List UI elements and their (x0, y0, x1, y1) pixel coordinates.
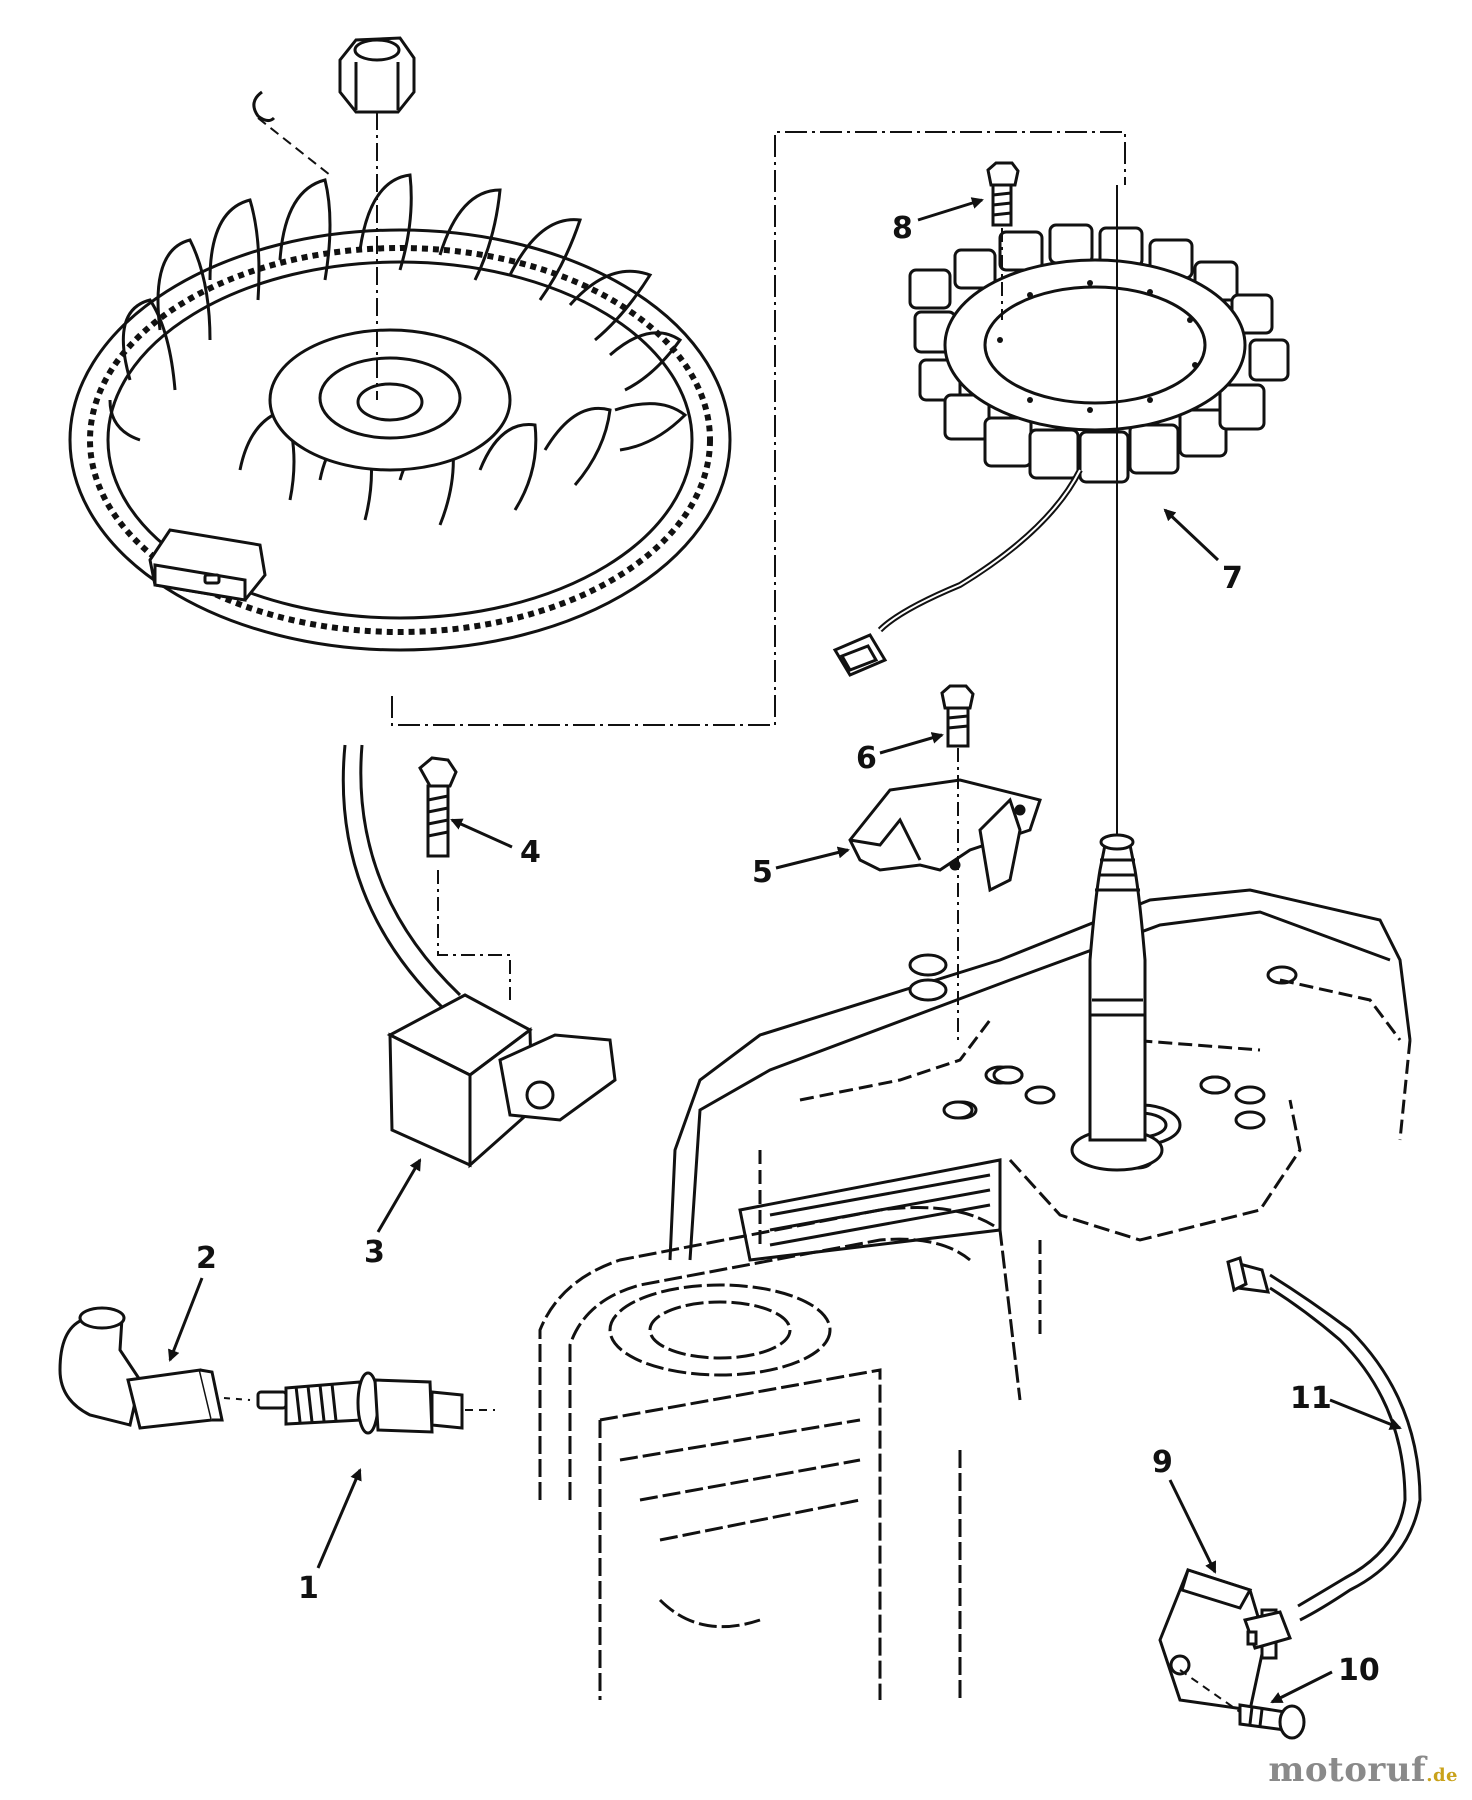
arrow-7 (1163, 508, 1220, 562)
callout-9: 9 (1152, 1445, 1173, 1480)
spark-plug-boot (58, 1306, 224, 1430)
ignition-wire (341, 744, 462, 1012)
callout-1: 1 (298, 1571, 319, 1606)
rectifier-bolt (1238, 1703, 1306, 1740)
ignition-module (386, 993, 617, 1169)
cylinder-block (538, 1206, 1022, 1700)
wire-harness (1226, 1256, 1422, 1650)
arrow-1 (316, 1468, 362, 1569)
arrow-10 (1270, 1670, 1333, 1704)
module-screw (418, 756, 458, 858)
callout-6: 6 (856, 741, 877, 776)
callout-4: 4 (520, 835, 541, 870)
callout-11: 11 (1290, 1381, 1332, 1416)
flywheel (68, 36, 732, 652)
stator-wire (877, 468, 1083, 633)
arrow-11 (1329, 1398, 1402, 1430)
callout-3: 3 (364, 1235, 385, 1270)
arrow-3 (376, 1158, 422, 1233)
callout-8: 8 (892, 211, 913, 246)
stator-connector (832, 633, 888, 677)
mounting-bracket (848, 778, 1042, 872)
crankshaft (1070, 833, 1164, 1172)
callout-10: 10 (1338, 1653, 1380, 1688)
arrow-8 (917, 197, 984, 222)
callout-5: 5 (752, 855, 773, 890)
watermark-tld: .de (1426, 1765, 1458, 1786)
stator-screw (986, 161, 1020, 227)
bracket-screw (940, 684, 975, 748)
arrow-2 (168, 1277, 204, 1362)
arrow-9 (1168, 1479, 1217, 1574)
arrow-5 (775, 846, 850, 870)
callout-2: 2 (196, 1241, 217, 1276)
arrow-4 (450, 818, 513, 849)
watermark: motoruf.de (1268, 1750, 1458, 1790)
callout-labels: 1 2 3 4 5 6 7 8 9 10 11 (196, 211, 1380, 1688)
flywheel-hub (268, 328, 512, 472)
flywheel-magnet (148, 528, 267, 602)
stator-poles (908, 223, 1290, 484)
watermark-main: motoruf (1268, 1750, 1427, 1790)
callout-7: 7 (1222, 561, 1243, 596)
flywheel-key (252, 90, 276, 123)
stator (832, 223, 1290, 677)
spark-plug (256, 1371, 464, 1435)
arrow-6 (879, 732, 944, 755)
flywheel-nut (338, 36, 416, 114)
callout-arrows (168, 197, 1402, 1704)
